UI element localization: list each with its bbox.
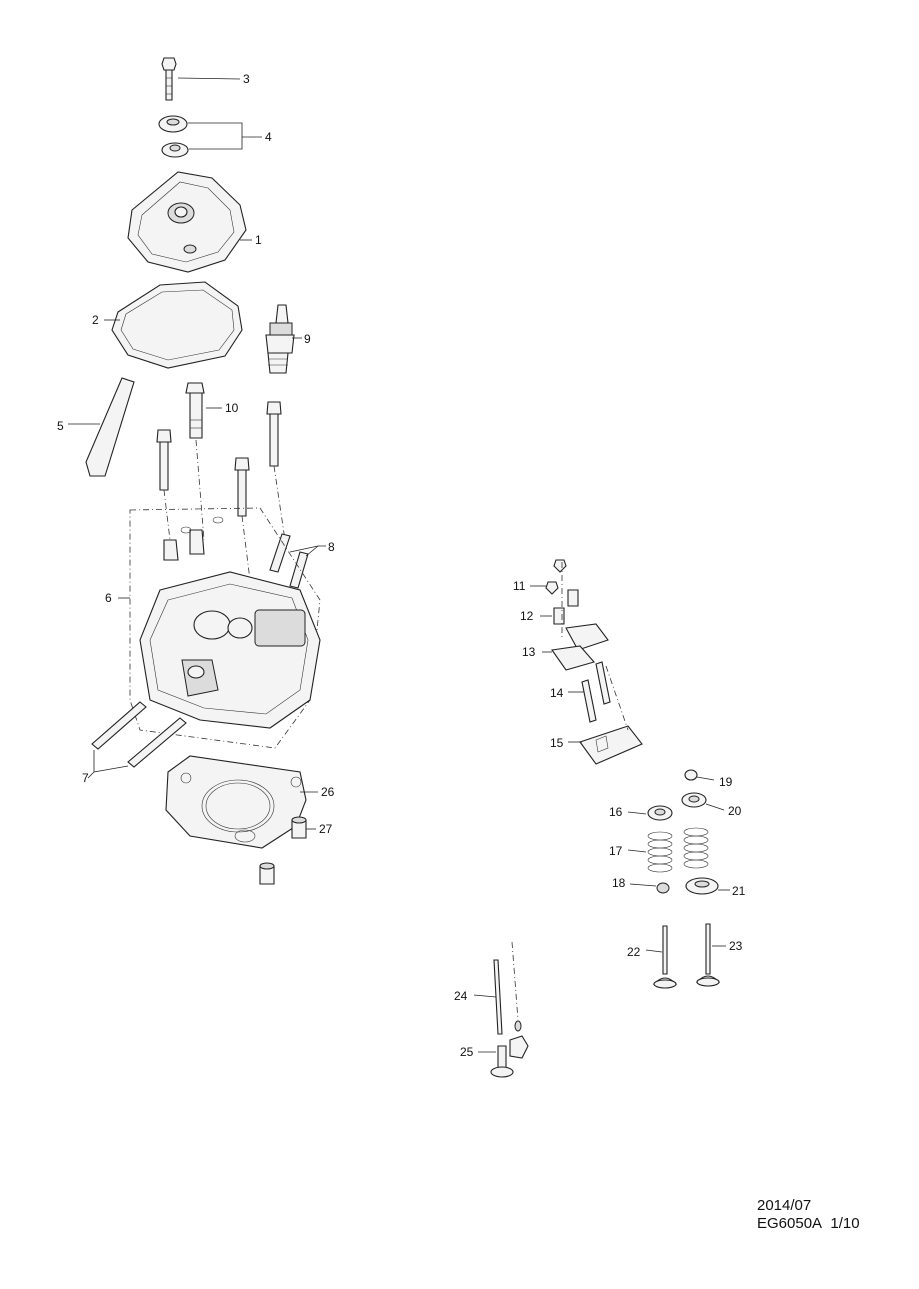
callout-22: 22 (627, 945, 641, 959)
spring-right (683, 827, 709, 869)
callout-14: 14 (550, 686, 564, 700)
footer-date: 2014/07 (757, 1197, 812, 1214)
callout-9: 9 (304, 332, 311, 346)
footer-model: EG6050A (757, 1215, 823, 1232)
part-9-spark-plug (265, 304, 302, 374)
callout-16: 16 (609, 805, 623, 819)
part-10-bolt (185, 382, 222, 541)
rocker-assembly (530, 559, 643, 765)
footer-page-number: 1/10 (830, 1215, 860, 1232)
push-rod-assembly (473, 941, 529, 1078)
callout-12: 12 (520, 609, 534, 623)
callout-20: 20 (728, 804, 742, 818)
spring-left (647, 831, 673, 873)
callout-11: 11 (513, 579, 526, 593)
part-4-washers (158, 115, 262, 158)
part-2-gasket (104, 281, 243, 369)
callout-19: 19 (719, 775, 733, 789)
callout-26: 26 (321, 785, 335, 799)
callout-3: 3 (243, 72, 250, 86)
callout-15: 15 (550, 736, 564, 750)
callout-5: 5 (57, 419, 64, 433)
head-bolts (156, 401, 286, 581)
part-26-head-gasket (165, 755, 318, 849)
callout-4: 4 (265, 130, 272, 144)
callout-2: 2 (92, 313, 99, 327)
part-6-cylinder-head (118, 507, 321, 749)
part-5-tube (68, 377, 135, 477)
part-1-valve-cover (127, 171, 252, 273)
footer-model-page: EG6050A 1/10 (757, 1215, 860, 1233)
callout-10: 10 (225, 401, 239, 415)
callout-6: 6 (105, 591, 112, 605)
callout-18: 18 (612, 876, 626, 890)
valve-spring-assembly (627, 769, 730, 895)
part-7-studs (87, 701, 187, 779)
part-8-studs (269, 533, 326, 589)
callout-21: 21 (732, 884, 746, 898)
callout-25: 25 (460, 1045, 474, 1059)
callout-labels: 3 4 1 2 9 10 5 8 6 7 26 27 11 12 13 14 1… (57, 72, 746, 1059)
callout-7: 7 (82, 771, 89, 785)
part-3-bolt (161, 57, 241, 101)
callout-13: 13 (522, 645, 536, 659)
valves (645, 923, 726, 989)
callout-8: 8 (328, 540, 335, 554)
callout-17: 17 (609, 844, 623, 858)
callout-1: 1 (255, 233, 262, 247)
callout-23: 23 (729, 939, 743, 953)
part-27-dowel-pins (259, 816, 316, 885)
page-footer: 2014/07 EG6050A 1/10 (757, 1197, 860, 1233)
callout-27: 27 (319, 822, 333, 836)
callout-24: 24 (454, 989, 468, 1003)
